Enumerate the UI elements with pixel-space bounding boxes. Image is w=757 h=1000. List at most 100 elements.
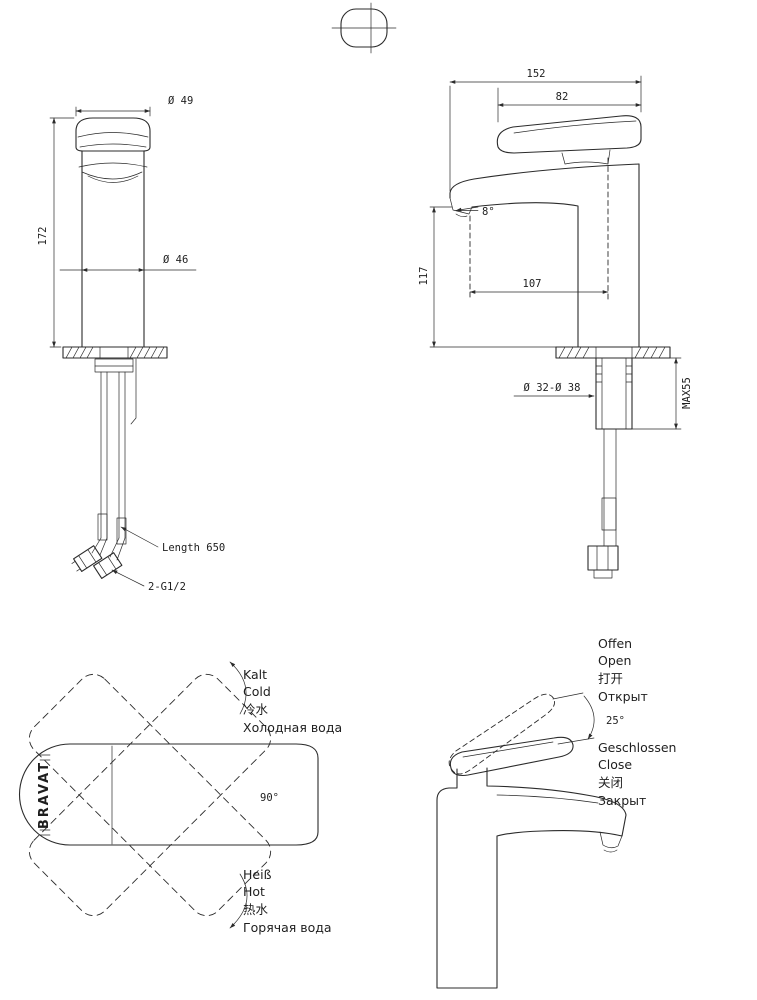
side-deck — [555, 346, 671, 359]
side-undermount — [587, 357, 633, 579]
cold-label-ru: Холодная вода — [243, 720, 342, 735]
side-pivot — [561, 149, 611, 165]
dim-spout-height: 117 — [418, 267, 430, 286]
lever-swing-arrow — [583, 695, 595, 740]
front-rod — [94, 358, 137, 425]
open-label-en: Open — [598, 653, 631, 668]
front-hose-nut-2 — [93, 552, 123, 579]
lever-handle-closed — [449, 736, 574, 777]
cold-label-zh: 冷水 — [243, 702, 269, 717]
hot-label-de: Heiß — [243, 867, 272, 882]
closed-label-en: Close — [598, 757, 632, 772]
lever-angle-label: 25° — [606, 715, 625, 727]
lever-body-outline — [436, 767, 627, 989]
hose-length-label: Length 650 — [162, 542, 225, 554]
handle-top-symbol — [331, 2, 397, 54]
dim-spout-angle: 8° — [482, 206, 495, 218]
hot-labels: Heiß Hot 热水 Горячая вода — [243, 867, 332, 935]
angle8-ray — [455, 206, 479, 212]
dim-handle-length: 82 — [556, 91, 569, 103]
front-hose-tag-1 — [97, 513, 108, 541]
nut-body — [73, 545, 103, 572]
dim-height: 172 — [37, 227, 49, 246]
cold-label-de: Kalt — [243, 667, 267, 682]
side-spout-top — [449, 163, 640, 199]
front-deck-outline — [62, 346, 168, 359]
front-deck — [62, 346, 168, 359]
lever-spout-crease — [496, 794, 599, 804]
closed-label-ru: Закрыт — [598, 793, 646, 808]
front-view: Ø 49 172 Ø 46 Length 650 2-G1/2 — [37, 95, 225, 593]
symbol-crosslines — [331, 2, 397, 54]
dim-total-depth: 152 — [527, 68, 546, 80]
closed-label-de: Geschlossen — [598, 740, 676, 755]
front-hose-nut-1 — [71, 545, 103, 572]
leader-thread — [111, 569, 145, 587]
front-dimensions: Ø 49 172 Ø 46 Length 650 2-G1/2 — [37, 95, 225, 593]
hot-label-ru: Горячая вода — [243, 920, 332, 935]
dim-dia-handle: Ø 49 — [168, 95, 193, 107]
lever-view: 25° Offen Open 打开 Открыт Geschlossen Clo… — [436, 636, 676, 989]
dim-max-deck: MAX55 — [681, 377, 693, 409]
cold-labels: Kalt Cold 冷水 Холодная вода — [243, 667, 342, 735]
front-body-outline — [81, 150, 145, 348]
handle-position-hot-dashed — [28, 673, 272, 917]
closed-label-zh: 关闭 — [598, 775, 623, 790]
dim-hole-dia: Ø 32-Ø 38 — [524, 382, 581, 394]
front-hose-bends — [91, 537, 126, 561]
side-shank-threads — [595, 357, 633, 430]
side-deck-gap — [595, 346, 633, 359]
lever-handle-open-dashed — [448, 693, 555, 775]
thread-label: 2-G1/2 — [148, 581, 186, 593]
lever-handle-closed-crease — [462, 741, 554, 758]
side-aerator — [449, 197, 473, 218]
side-nut-tip — [593, 569, 613, 579]
rotation-view: BRAVAT 90° Kalt Cold 冷水 Холодная вода He… — [19, 661, 342, 935]
topview-index-marks — [39, 754, 51, 836]
closed-labels: Geschlossen Close 关闭 Закрыт — [598, 740, 676, 808]
ext-dia49 — [75, 106, 151, 117]
front-hoses — [100, 371, 126, 539]
side-deck-hatch — [558, 346, 666, 359]
side-handle-crease — [513, 120, 637, 134]
handle-position-cold-dashed — [28, 673, 272, 917]
side-spout-underside — [471, 163, 640, 348]
nut-facets — [98, 556, 117, 576]
rotation-arrow-cold — [229, 661, 247, 715]
dim-spout-reach: 107 — [523, 278, 542, 290]
topview-body-outline — [19, 743, 319, 846]
side-hose — [603, 428, 617, 547]
side-handle-outline — [496, 115, 642, 154]
leader-hose-length — [120, 526, 159, 548]
hot-label-en: Hot — [243, 884, 265, 899]
side-shank — [595, 357, 633, 430]
brand-logo: BRAVAT — [37, 761, 52, 829]
ext-max55 — [631, 357, 682, 430]
open-label-ru: Открыт — [598, 689, 648, 704]
front-handle-crease — [77, 132, 149, 148]
front-handle-outline — [75, 117, 151, 152]
side-hose-nut — [587, 545, 619, 571]
open-label-zh: 打开 — [598, 671, 623, 686]
open-labels: Offen Open 打开 Открыт — [598, 636, 648, 704]
front-deck-hatch — [65, 346, 165, 359]
rotation-arrow-hot — [229, 873, 248, 929]
front-mount-nut — [94, 358, 134, 373]
side-deck-outline — [555, 346, 671, 359]
dim-dia-body: Ø 46 — [163, 254, 188, 266]
lever-aerator — [599, 831, 623, 853]
front-undermount — [71, 358, 137, 579]
cold-label-en: Cold — [243, 684, 271, 699]
front-spout-lip — [78, 162, 148, 183]
side-hose-tag — [601, 497, 617, 531]
rotation-angle-label: 90° — [260, 792, 279, 804]
hot-label-zh: 热水 — [243, 902, 269, 917]
front-deck-gap — [99, 346, 129, 359]
ext-172 — [49, 117, 75, 348]
nut-facets — [71, 549, 97, 572]
open-label-de: Offen — [598, 636, 632, 651]
ext-152 — [449, 75, 642, 192]
side-view: 152 82 8° 117 107 Ø 32-Ø 38 MAX55 — [418, 68, 693, 579]
